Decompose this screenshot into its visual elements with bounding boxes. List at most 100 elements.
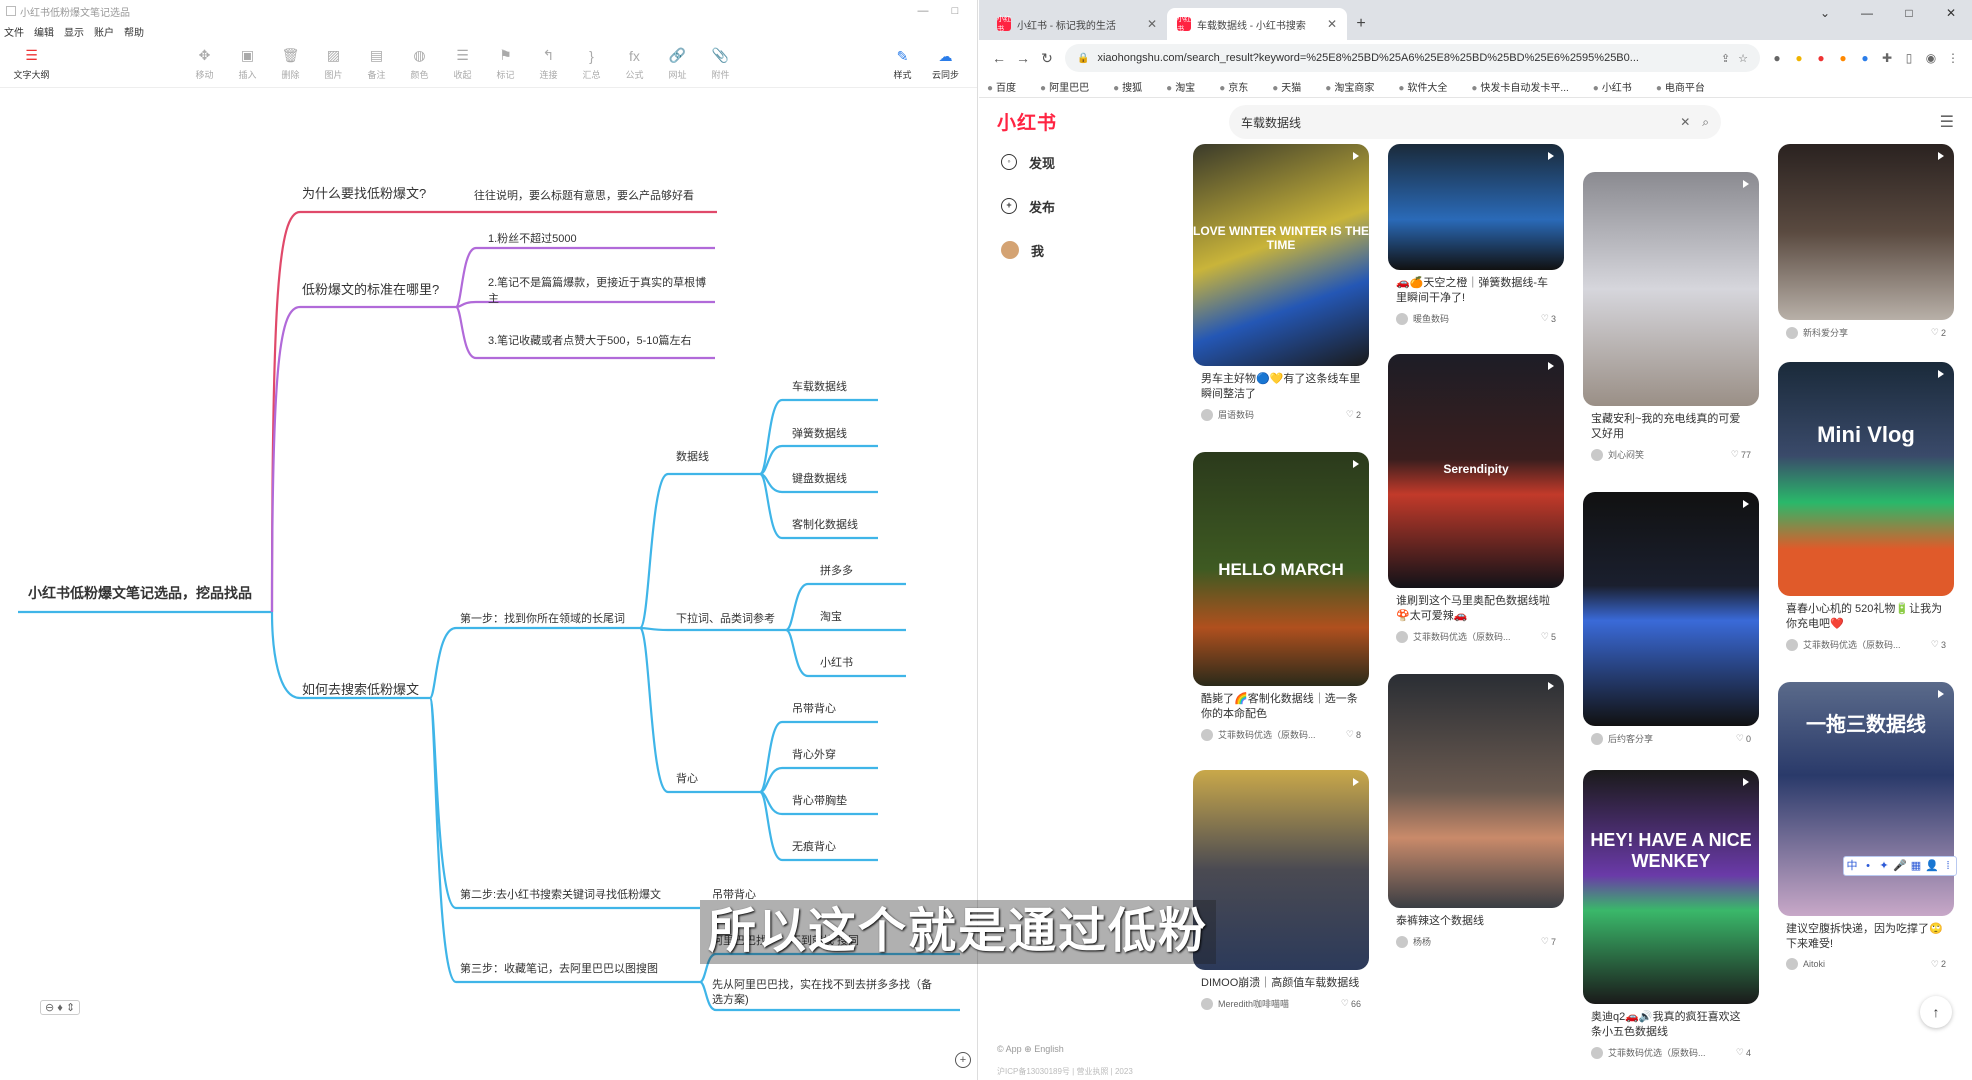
author-name[interactable]: 艾菲数码优选（原数码... (1413, 632, 1511, 642)
browser-close-button[interactable]: ✕ (1945, 6, 1957, 20)
menu-view[interactable]: 显示 (64, 27, 84, 39)
extension-icon[interactable]: ● (1839, 51, 1847, 65)
ime-tool-icon[interactable]: ⁞ (1946, 860, 1950, 872)
author-name[interactable]: 暖鱼数码 (1413, 314, 1450, 324)
bookmark-item[interactable]: ●电商平台 (1656, 79, 1717, 94)
author-avatar[interactable] (1396, 630, 1408, 643)
node-step2[interactable]: 第二步:去小红书搜索关键词寻找低粉爆文 (460, 887, 661, 901)
heart-icon[interactable]: ♡ (1540, 631, 1549, 641)
extension-icon[interactable]: ● (1773, 51, 1781, 65)
heart-icon[interactable]: ♡ (1340, 998, 1349, 1008)
note-card[interactable]: 后约客分享♡0 (1583, 492, 1759, 745)
tool-palette-button[interactable]: ◍颜色 (398, 47, 441, 81)
tab-search-button[interactable]: ⌄ (1819, 6, 1831, 20)
node-why-low-fan[interactable]: 为什么要找低粉爆文? (302, 186, 426, 201)
bookmark-item[interactable]: ●小红书 (1593, 79, 1644, 94)
share-icon[interactable]: ⇪ (1720, 52, 1731, 65)
node-how-search[interactable]: 如何去搜索低粉爆文 (302, 682, 419, 697)
xhs-logo[interactable]: 小红书 (997, 113, 1058, 134)
bookmark-item[interactable]: ●淘宝商家 (1325, 79, 1386, 94)
note-title[interactable]: 谁刷到这个马里奥配色数据线啦🍄太可爱辣🚗 (1396, 595, 1550, 622)
node-std-1[interactable]: 1.粉丝不超过5000 (488, 231, 577, 245)
node-g-cable[interactable]: 数据线 (676, 449, 709, 463)
heart-icon[interactable]: ♡ (1930, 327, 1939, 337)
reload-icon[interactable]: ↻ (1041, 49, 1053, 66)
tool-trash-button[interactable]: 🗑删除 (269, 47, 312, 81)
author-avatar[interactable] (1396, 312, 1408, 325)
note-cover-image[interactable] (1583, 172, 1759, 406)
node-keyboard-cable[interactable]: 键盘数据线 (792, 471, 847, 485)
node-step3[interactable]: 第三步：收藏笔记，去阿里巴巴以图搜图 (460, 961, 658, 975)
node-pdd[interactable]: 拼多多 (820, 563, 853, 577)
menu-account[interactable]: 账户 (94, 27, 114, 39)
note-card[interactable]: HEY! HAVE A NICE WENKEY 奥迪q2🚗🔊我真的疯狂喜欢这条小五… (1583, 770, 1759, 1059)
browser-maximize-button[interactable]: □ (1905, 6, 1913, 20)
tool-move-button[interactable]: ✥移动 (183, 47, 226, 81)
author-avatar[interactable] (1786, 958, 1798, 970)
note-cover-image[interactable]: Mini Vlog (1778, 362, 1954, 596)
kebab-menu-icon[interactable]: ⋮ (1947, 51, 1959, 65)
tool-collapse-button[interactable]: ☰收起 (441, 47, 484, 81)
ime-tool-icon[interactable]: 中 (1846, 860, 1858, 872)
bookmark-item[interactable]: ●淘宝 (1166, 79, 1207, 94)
node-car-cable[interactable]: 车载数据线 (792, 379, 847, 393)
heart-icon[interactable]: ♡ (1735, 733, 1744, 743)
note-title[interactable]: 男车主好物🔵💛有了这条线车里瞬间整洁了 (1201, 373, 1361, 400)
forward-icon[interactable]: → (1016, 50, 1030, 66)
bookmark-item[interactable]: ●软件大全 (1398, 79, 1459, 94)
note-title[interactable]: DIMOO崩溃｜高颜值车载数据线 (1201, 977, 1360, 989)
note-cover-image[interactable] (1583, 492, 1759, 726)
heart-icon[interactable]: ♡ (1540, 313, 1549, 323)
puzzle-icon[interactable]: ✚ (1881, 51, 1893, 65)
tool-insert-button[interactable]: ▣插入 (226, 47, 269, 81)
author-name[interactable]: 艾菲数码优选（原数码... (1608, 1048, 1706, 1058)
node-why-child[interactable]: 往往说明，要么标题有意思，要么产品够好看 (474, 188, 694, 202)
bookmark-item[interactable]: ●搜狐 (1113, 79, 1154, 94)
ime-tool-icon[interactable]: 👤 (1925, 860, 1939, 872)
new-tab-button[interactable]: + (1356, 15, 1366, 32)
extension-icon[interactable]: ● (1795, 51, 1803, 65)
author-avatar[interactable] (1396, 935, 1408, 948)
author-avatar[interactable] (1591, 732, 1603, 745)
node-vest-2[interactable]: 背心外穿 (792, 747, 836, 761)
zoom-control[interactable]: ⊖ ♦ ⇕ (40, 1000, 81, 1015)
heart-icon[interactable]: ♡ (1540, 936, 1549, 946)
note-cover-image[interactable]: HEY! HAVE A NICE WENKEY (1583, 770, 1759, 1004)
tab-close-icon[interactable]: ✕ (1326, 17, 1337, 31)
bookmark-item[interactable]: ●天猫 (1272, 79, 1313, 94)
sidebar-item-me[interactable]: 我 (979, 228, 1159, 272)
node-s3-1[interactable]: 阿里巴巴找 (712, 933, 767, 947)
note-cover-image[interactable] (1388, 674, 1564, 908)
fit-view-icon[interactable]: + (955, 1052, 971, 1068)
note-title[interactable]: 宝藏安利~我的充电线真的可爱又好用 (1591, 413, 1741, 440)
note-cover-image[interactable]: Serendipity (1388, 354, 1564, 588)
note-card[interactable]: LOVE WINTER WINTER IS THE TIME 男车主好物🔵💛有了这… (1193, 144, 1369, 421)
author-avatar[interactable] (1201, 997, 1213, 1010)
author-avatar[interactable] (1786, 326, 1798, 339)
author-name[interactable]: 刘心闷笑 (1608, 450, 1645, 460)
sidebar-footer[interactable]: © App ⊕ English (997, 1044, 1064, 1054)
note-title[interactable]: 喜春小心机的 520礼物🔋让我为你充电吧❤️ (1786, 603, 1943, 630)
note-title[interactable]: 建议空腹拆快递，因为吃撑了🙄下来难受! (1786, 923, 1943, 950)
author-name[interactable]: 艾菲数码优选（原数码... (1218, 730, 1316, 740)
author-name[interactable]: 后约客分享 (1608, 734, 1654, 744)
sidepanel-icon[interactable]: ▯ (1905, 51, 1913, 65)
tool-note-button[interactable]: ▤备注 (355, 47, 398, 81)
mindmap-root[interactable]: 小红书低粉爆文笔记选品，挖品找品 (28, 585, 252, 601)
author-avatar[interactable] (1786, 638, 1798, 651)
note-title[interactable]: 奥迪q2🚗🔊我真的疯狂喜欢这条小五色数据线 (1591, 1011, 1741, 1038)
style-button[interactable]: ✎ 样式 (881, 47, 924, 81)
tab-xhs-search[interactable]: 小红书 车载数据线 - 小红书搜索 ✕ (1167, 8, 1347, 40)
note-title[interactable]: 🚗🍊天空之橙｜弹簧数据线-车里瞬间干净了! (1396, 277, 1549, 304)
node-s3-2[interactable]: 先从阿里巴巴找，实在找不到去拼多多找（备 (712, 977, 932, 991)
note-cover-image[interactable] (1388, 144, 1564, 270)
note-cover-image[interactable]: LOVE WINTER WINTER IS THE TIME (1193, 144, 1369, 366)
ime-tool-icon[interactable]: ✦ (1879, 860, 1889, 872)
sidebar-item-discover[interactable]: ◦ 发现 (979, 140, 1159, 184)
author-avatar[interactable] (1201, 408, 1213, 421)
back-icon[interactable]: ← (992, 50, 1006, 66)
